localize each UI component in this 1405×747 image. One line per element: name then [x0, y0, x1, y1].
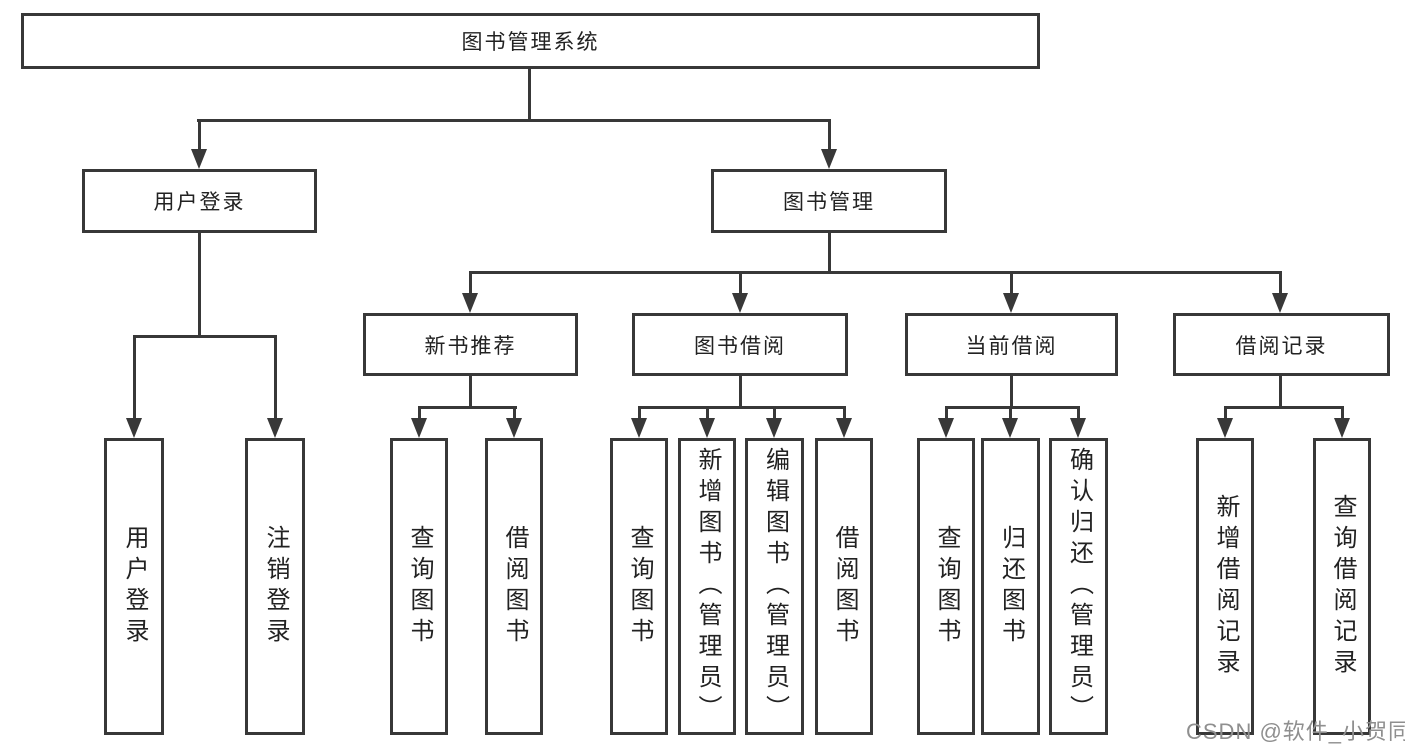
node-label: 图书借阅	[694, 334, 786, 358]
node-ul-login: 用户登录	[104, 438, 164, 735]
node-label: 用户登录	[121, 524, 148, 649]
node-label: 用户登录	[153, 191, 246, 214]
connector-nbr-branch	[418, 406, 517, 409]
arrowhead-ul-logout	[267, 418, 283, 438]
arrowhead-br-query	[1334, 418, 1350, 438]
node-label: 图书管理系统	[461, 31, 600, 54]
connector-drop-bb-borrow	[843, 406, 846, 420]
arrowhead-new-book-rec	[462, 293, 478, 313]
node-nbr-borrow: 借阅图书	[485, 438, 543, 735]
node-book-mgmt: 图书管理	[711, 169, 947, 233]
node-br-add: 新增借阅记录	[1196, 438, 1254, 735]
connector-cb-branch	[945, 406, 1079, 409]
connector-drop-bb-query	[638, 406, 641, 420]
node-bb-add: 新增图书（管理员）	[678, 438, 736, 735]
connector-user-login-stem	[198, 233, 201, 335]
node-user-login: 用户登录	[82, 169, 317, 233]
connector-drop-nbr-query	[418, 406, 421, 420]
node-bb-borrow: 借阅图书	[815, 438, 873, 735]
csdn-watermark: CSDN @软件_小贺同学	[1186, 719, 1405, 744]
connector-nbr-stem	[469, 376, 472, 406]
node-label: 新增图书（管理员）	[694, 447, 721, 726]
node-label: 查询图书	[406, 524, 433, 649]
connector-drop-br-add	[1224, 406, 1227, 420]
node-root-library-system: 图书管理系统	[21, 13, 1040, 69]
node-cb-query: 查询图书	[917, 438, 975, 735]
node-label: 查询图书	[933, 524, 960, 649]
arrowhead-cb-query	[938, 418, 954, 438]
connector-drop-cb-return	[1009, 406, 1012, 420]
connector-drop-nbr-borrow	[513, 406, 516, 420]
arrowhead-cb-confirm	[1070, 418, 1086, 438]
node-book-borrow: 图书借阅	[632, 313, 848, 376]
arrowhead-bb-add	[699, 418, 715, 438]
node-nbr-query: 查询图书	[390, 438, 448, 735]
node-label: 借阅图书	[501, 524, 528, 649]
arrowhead-book-borrow	[732, 293, 748, 313]
connector-drop-cb-confirm	[1077, 406, 1080, 420]
connector-drop-book-borrow	[739, 271, 742, 295]
node-label: 查询图书	[626, 524, 653, 649]
node-label: 新增借阅记录	[1212, 493, 1239, 680]
arrowhead-bb-borrow	[836, 418, 852, 438]
node-label: 确认归还（管理员）	[1065, 447, 1093, 726]
node-label: 查询借阅记录	[1329, 493, 1356, 680]
arrowhead-user-login	[191, 149, 207, 169]
connector-root-stem	[528, 68, 531, 119]
connector-user-login-branch	[133, 335, 276, 338]
connector-drop-bb-edit	[773, 406, 776, 420]
node-current-borrow: 当前借阅	[905, 313, 1118, 376]
connector-drop-cb-query	[945, 406, 948, 420]
arrowhead-nbr-borrow	[506, 418, 522, 438]
node-bb-edit: 编辑图书（管理员）	[745, 438, 804, 735]
arrowhead-cb-return	[1002, 418, 1018, 438]
connector-bb-stem	[739, 376, 742, 406]
connector-drop-bb-add	[706, 406, 709, 420]
node-new-book-rec: 新书推荐	[363, 313, 578, 376]
node-label: 归还图书	[997, 524, 1025, 649]
connector-level2-branch	[469, 271, 1282, 274]
node-ul-logout: 注销登录	[245, 438, 305, 735]
node-label: 新书推荐	[424, 334, 517, 358]
node-bb-query: 查询图书	[610, 438, 668, 735]
arrowhead-br-add	[1217, 418, 1233, 438]
arrowhead-borrow-record	[1272, 293, 1288, 313]
node-label: 编辑图书（管理员）	[761, 447, 789, 726]
connector-br-stem	[1279, 376, 1282, 406]
connector-br-branch	[1224, 406, 1343, 409]
connector-drop-new-book-rec	[469, 271, 472, 295]
connector-drop-borrow-record	[1279, 271, 1282, 295]
connector-drop-ul-logout	[274, 335, 277, 420]
connector-bb-branch	[638, 406, 845, 409]
node-label: 当前借阅	[965, 334, 1058, 358]
connector-drop-user-login	[198, 119, 201, 151]
connector-cb-stem	[1010, 376, 1013, 406]
node-label: 借阅图书	[831, 524, 858, 649]
arrowhead-bb-query	[631, 418, 647, 438]
connector-book-mgmt-stem	[828, 233, 831, 271]
connector-drop-current-borrow	[1010, 271, 1013, 295]
arrowhead-ul-login	[126, 418, 142, 438]
node-label: 注销登录	[262, 524, 289, 649]
connector-drop-br-query	[1341, 406, 1344, 420]
arrowhead-nbr-query	[411, 418, 427, 438]
connector-level1-branch	[197, 119, 831, 122]
connector-drop-ul-login	[133, 335, 136, 420]
node-borrow-record: 借阅记录	[1173, 313, 1390, 376]
arrowhead-current-borrow	[1003, 293, 1019, 313]
node-label: 图书管理	[783, 191, 875, 214]
connector-drop-book-mgmt	[828, 119, 831, 151]
arrowhead-book-mgmt	[821, 149, 837, 169]
node-cb-return: 归还图书	[981, 438, 1040, 735]
arrowhead-bb-edit	[766, 418, 782, 438]
node-cb-confirm: 确认归还（管理员）	[1049, 438, 1108, 735]
node-label: 借阅记录	[1235, 334, 1328, 358]
node-br-query: 查询借阅记录	[1313, 438, 1371, 735]
